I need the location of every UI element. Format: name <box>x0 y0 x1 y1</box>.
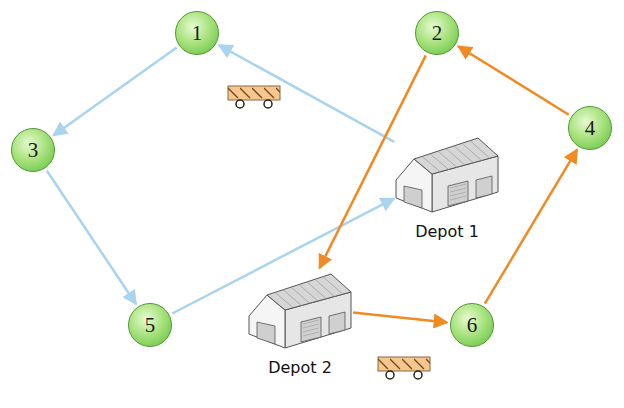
route-arrow <box>353 313 447 323</box>
warehouse-icon <box>392 128 502 214</box>
customer-circle: 3 <box>11 128 55 172</box>
customer-circle: 6 <box>450 303 494 347</box>
trailer-icon <box>378 357 430 379</box>
customer-number: 2 <box>432 23 443 44</box>
route-arrow <box>53 48 176 136</box>
route-arrow <box>172 198 394 313</box>
depot-warehouse: Depot 1 <box>390 128 504 241</box>
route-arrow <box>47 171 136 304</box>
depot-label: Depot 1 <box>390 222 504 241</box>
customer-circle: 5 <box>128 303 172 347</box>
customer-circle: 4 <box>568 106 612 150</box>
route-arrow <box>458 46 569 115</box>
route-arrow <box>219 45 394 142</box>
route-arrow <box>319 55 425 268</box>
trailer-icon <box>228 86 280 108</box>
customer-circle: 2 <box>415 11 459 55</box>
customer-number: 1 <box>192 23 203 44</box>
customer-circle: 1 <box>175 11 219 55</box>
depot-warehouse: Depot 2 <box>243 264 357 377</box>
warehouse-icon <box>245 264 355 350</box>
customer-number: 6 <box>467 315 478 336</box>
customer-number: 5 <box>145 315 156 336</box>
depot-label: Depot 2 <box>243 358 357 377</box>
customer-number: 4 <box>585 118 596 139</box>
route-arrow <box>485 149 577 303</box>
customer-number: 3 <box>28 140 39 161</box>
